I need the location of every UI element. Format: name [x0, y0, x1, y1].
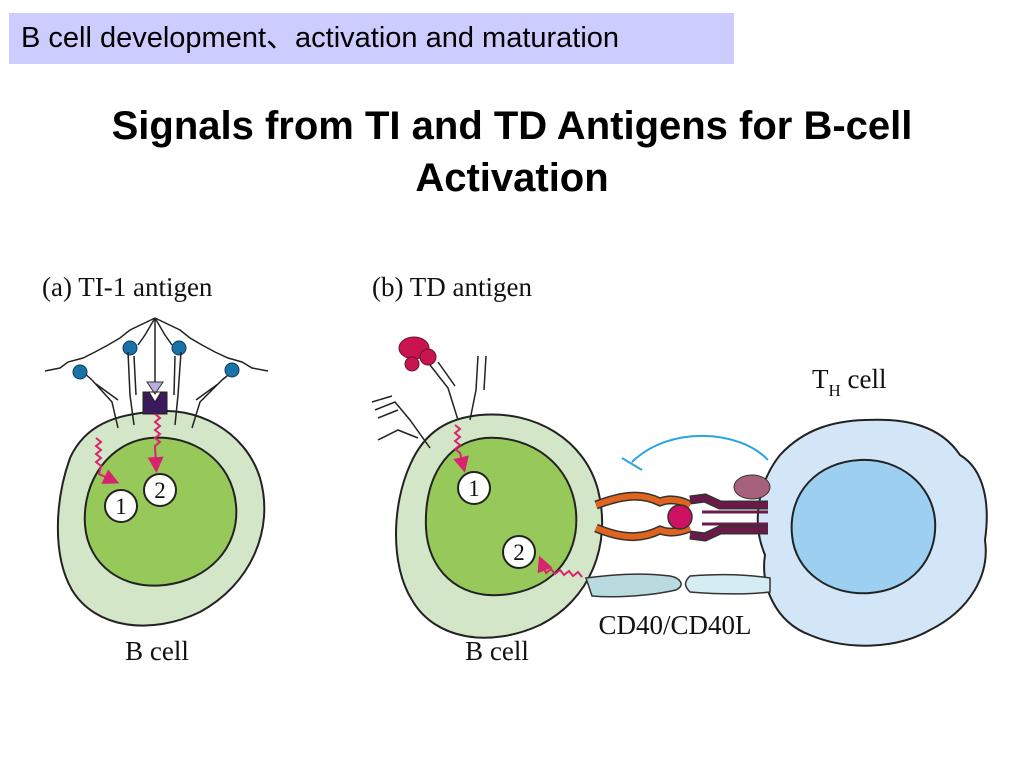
panel-a: (a) TI-1 antigen	[42, 272, 269, 666]
signal-2-label-a: 2	[154, 478, 166, 503]
th-cell-nucleus	[790, 458, 937, 595]
epitope-icon	[171, 340, 187, 356]
bcr-receptors-a	[91, 351, 223, 429]
td-antigen-icon	[404, 356, 420, 372]
peptide-icon	[667, 504, 693, 530]
signal-2-circle-b	[502, 535, 536, 569]
epitope-icon	[224, 362, 240, 378]
td-antigen-icon	[419, 348, 437, 366]
cd4-icon	[733, 474, 771, 500]
signal-arrow-b1	[453, 424, 469, 473]
b-cell-a-nucleus	[83, 436, 238, 587]
panel-b-label: (b) TD antigen	[372, 272, 532, 302]
ti1-antigen	[44, 317, 269, 385]
th-cell-label: TH cell	[812, 364, 887, 400]
panel-b: (b) TD antigen 1 2 B cell TH cell	[371, 272, 988, 666]
signal-1-circle-b	[457, 471, 491, 505]
b-cell-b-label: B cell	[465, 636, 529, 666]
signal-arrow-a1	[94, 437, 120, 484]
signal-1-label-b: 1	[468, 476, 480, 501]
topic-banner: B cell development、activation and matura…	[9, 13, 734, 64]
b-cell-a-label: B cell	[125, 636, 189, 666]
signal-2-circle-a	[143, 473, 177, 507]
epitope-icon	[122, 340, 138, 356]
signal-arrow-a2	[147, 413, 164, 473]
cd40l-icon	[684, 573, 771, 595]
cytokine-arc	[631, 434, 769, 463]
epitope-icon	[72, 364, 88, 380]
panel-a-label: (a) TI-1 antigen	[42, 272, 213, 302]
signal-arrow-b2	[537, 555, 583, 578]
cd40-cd40l-label: CD40/CD40L	[598, 610, 751, 640]
mitogen-arrow-icon	[146, 381, 164, 395]
slide-title: Signals from TI and TD Antigens for B-ce…	[111, 104, 913, 200]
cytokine-arc-end	[621, 457, 643, 471]
bcr-receptors-b	[371, 355, 487, 449]
signal-1-label-a: 1	[115, 494, 127, 519]
signal-1-circle-a	[104, 489, 138, 523]
signal-2-label-b: 2	[513, 540, 525, 565]
tcr-mhc-complex	[594, 474, 771, 542]
mitogen-receptor-icon	[142, 391, 168, 415]
cd40-icon	[584, 573, 682, 598]
